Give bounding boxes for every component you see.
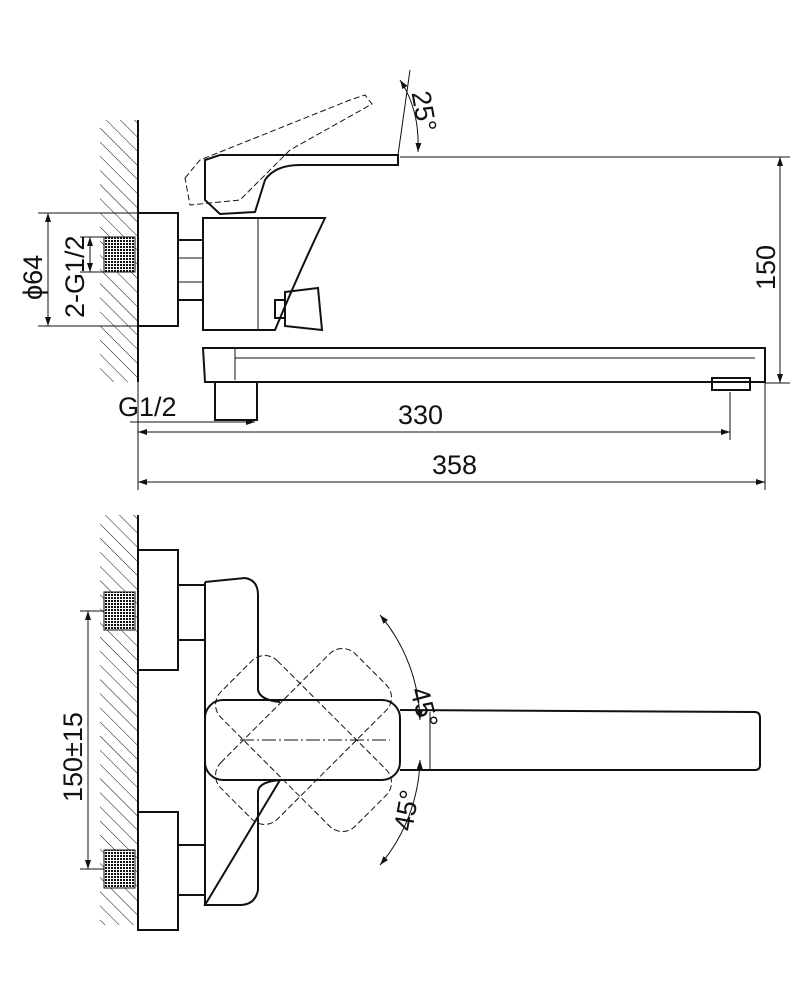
rotation-up-label: 45° — [404, 684, 444, 731]
lever-raised-outline — [184, 94, 373, 206]
eccentric-pipe — [177, 239, 204, 301]
outlet-thread — [214, 381, 258, 421]
inlet-thread-lower — [103, 849, 136, 889]
pipe-lower — [177, 844, 206, 896]
handle-rotated-up-outline — [215, 647, 393, 825]
lever-handle-plan — [204, 699, 401, 781]
lever-handle — [204, 154, 399, 216]
center-distance-label: 150±15 — [58, 712, 88, 802]
flange-diameter-label: ϕ64 — [18, 255, 48, 300]
inlet-thread-upper — [103, 591, 136, 631]
outlet-thread-label: G1/2 — [118, 392, 177, 422]
diverter-knob — [274, 286, 324, 332]
angle-label: 25° — [406, 89, 443, 134]
flange-lower — [137, 811, 179, 931]
rotation-down-label: 45° — [388, 788, 425, 833]
side-elevation-view: 25° 150 ϕ64 2-G1/2 G1/2 330 358 — [18, 69, 790, 490]
handle-rotated-down-outline — [215, 655, 393, 833]
mixer-body — [202, 217, 327, 331]
flange-upper — [137, 549, 179, 671]
wall-flange — [137, 212, 179, 327]
inlet-thread-label: 2-G1/2 — [60, 235, 90, 318]
pipe-upper — [177, 584, 206, 641]
spout-plan — [399, 709, 761, 771]
inlet-thread — [103, 236, 136, 273]
height-label: 150 — [751, 245, 781, 290]
spout-reach-label: 330 — [398, 400, 443, 430]
spout-aerator — [711, 377, 751, 391]
spout — [201, 347, 766, 383]
overall-length-label: 358 — [432, 450, 477, 480]
plan-view: 45° 45° 150±15 — [58, 515, 761, 931]
